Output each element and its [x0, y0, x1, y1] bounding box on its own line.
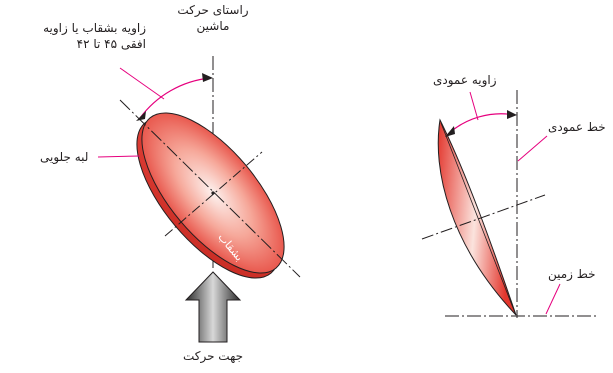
disk-side-diameter — [440, 122, 516, 314]
vertical-angle-leader — [469, 91, 479, 121]
disk-centre — [211, 191, 215, 195]
machine-direction-label-line2: ماشین — [196, 19, 230, 33]
machine-direction-label: راستای حرکت ماشین — [168, 2, 258, 34]
travel-direction-label: جهت حرکت — [182, 349, 244, 363]
disk-angle-label: زاویه بشقاب یا زاویه افقی ۴۵ تا ۴۲ — [43, 20, 146, 52]
vertical-angle-arrowhead-right — [507, 110, 517, 119]
machine-direction-label-line1: راستای حرکت — [177, 3, 249, 17]
vertical-line-label: خط عمودی — [548, 120, 606, 134]
disk-angle-arrowhead-left — [136, 111, 146, 121]
vertical-angle-arc — [447, 113, 516, 135]
vertical-angle-label: زاویه عمودی — [433, 73, 497, 87]
vertical-angle-arrowhead-left — [445, 126, 455, 137]
front-edge-label: لبه جلویی — [40, 150, 89, 164]
vertical-line-leader — [517, 135, 548, 162]
disk-angle-arrowhead-right — [202, 73, 213, 82]
disk-side-axis — [421, 194, 546, 240]
front-edge-leader — [97, 155, 141, 158]
disk-angle-leader — [119, 67, 165, 100]
disk-major-axis — [119, 99, 301, 278]
disk-angle-arc — [139, 77, 211, 119]
ground-line-label: خط زمین — [548, 267, 596, 281]
disk-angle-label-line1: زاویه بشقاب یا زاویه — [43, 21, 146, 35]
ground-line-leader — [545, 283, 561, 315]
travel-direction-arrow — [184, 271, 242, 343]
disk-minor-axis — [164, 151, 263, 237]
disk-angle-label-line2: افقی ۴۵ تا ۴۲ — [76, 37, 146, 51]
